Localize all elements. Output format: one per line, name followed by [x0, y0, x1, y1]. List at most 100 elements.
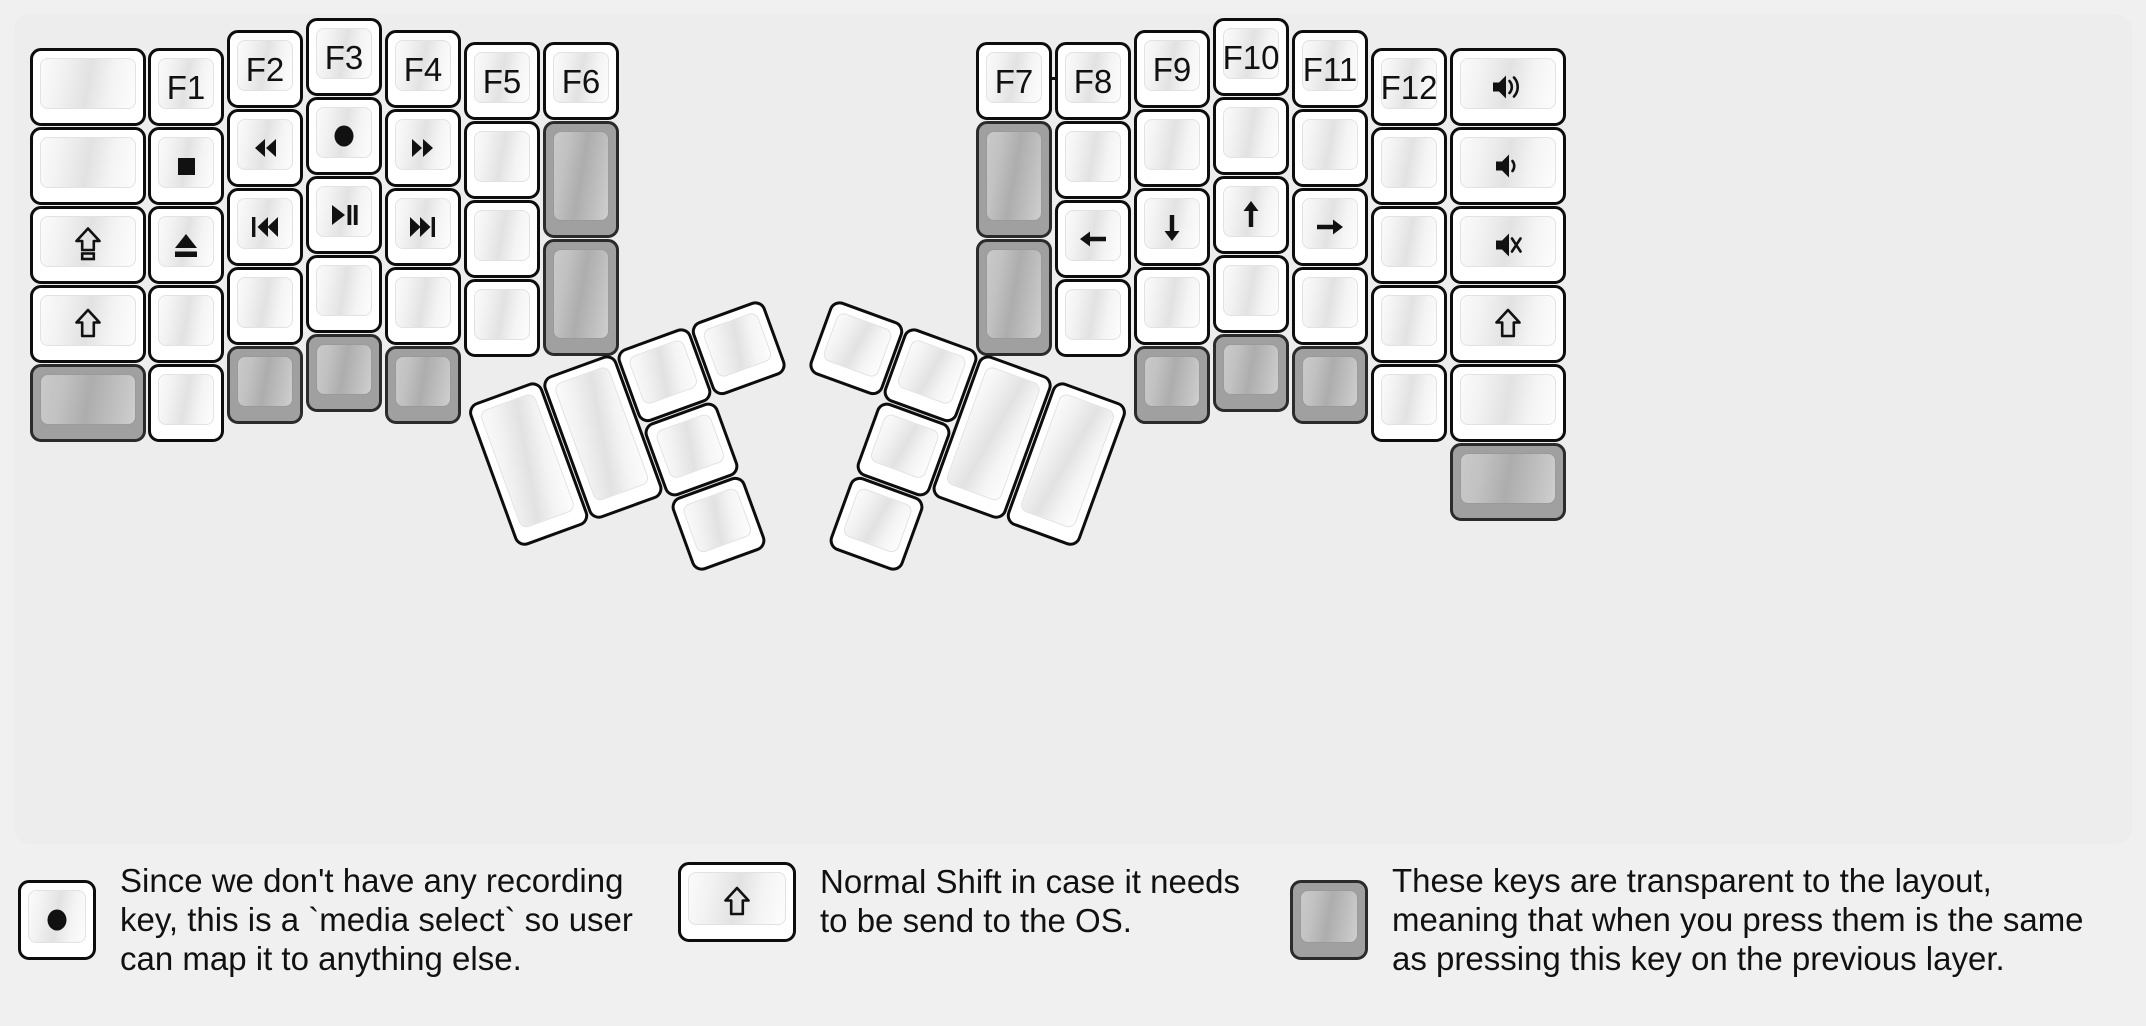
right-col-pinky-r-key-3[interactable] [1371, 206, 1447, 284]
left-col-ring-key-4[interactable] [227, 267, 303, 345]
legend-key-sample-2 [678, 862, 796, 942]
right-col-pinky-r-key-2[interactable] [1371, 127, 1447, 205]
right-col-middle-r-key-3[interactable] [1213, 176, 1289, 254]
left-col-pinky-key-5[interactable] [148, 364, 224, 442]
left-col-middle-key-1[interactable]: F3 [306, 18, 382, 96]
right-col-pinky-r-key-4[interactable] [1371, 285, 1447, 363]
right-col-outer-right-key-5[interactable] [1450, 364, 1566, 442]
right-col-inner-1-r-key-3[interactable] [1055, 200, 1131, 278]
key-cap-surface [841, 486, 914, 555]
left-col-inner-1-key-2[interactable] [464, 121, 540, 199]
left-col-ring-key-2[interactable] [227, 109, 303, 187]
key-cap-surface [1223, 344, 1279, 395]
right-col-inner-2-r-key-3[interactable] [976, 239, 1052, 356]
right-col-index-r-key-3[interactable] [1134, 188, 1210, 266]
left-col-outer-left-key-3[interactable] [30, 206, 146, 284]
left-col-index-key-3[interactable] [385, 188, 461, 266]
left-col-outer-left-key-2[interactable] [30, 127, 146, 205]
right-col-inner-2-r-key-2[interactable] [976, 121, 1052, 238]
key-cap-surface [1460, 58, 1556, 109]
left-col-pinky-key-4[interactable] [148, 285, 224, 363]
right-col-outer-right-key-1[interactable] [1450, 48, 1566, 126]
left-col-middle-key-5[interactable] [306, 334, 382, 412]
key-cap-surface [1300, 890, 1358, 944]
left-col-outer-left-key-5[interactable] [30, 364, 146, 442]
right-col-index-r-key-2[interactable] [1134, 109, 1210, 187]
right-col-index-r-key-4[interactable] [1134, 267, 1210, 345]
right-col-ring-r-key-5[interactable] [1292, 346, 1368, 424]
right-col-middle-r-key-5[interactable] [1213, 334, 1289, 412]
right-col-outer-right-key-4[interactable] [1450, 285, 1566, 363]
key-cap-surface [40, 295, 136, 346]
left-col-middle-key-4[interactable] [306, 255, 382, 333]
key-cap-surface [895, 338, 968, 406]
left-col-ring-key-3[interactable] [227, 188, 303, 266]
legend-key-sample-3 [1290, 880, 1368, 961]
left-col-middle-key-3[interactable] [306, 176, 382, 254]
right-col-ring-r-key-2[interactable] [1292, 109, 1368, 187]
key-cap-surface [237, 198, 293, 249]
left-col-inner-1-key-4[interactable] [464, 279, 540, 357]
legend-key-sample-1 [18, 880, 96, 961]
left-col-outer-left-key-4[interactable] [30, 285, 146, 363]
right-col-outer-right-key-2[interactable] [1450, 127, 1566, 205]
left-col-pinky-key-2[interactable] [148, 127, 224, 205]
right-col-middle-r-key-4[interactable] [1213, 255, 1289, 333]
key-cap-surface [237, 119, 293, 170]
left-col-pinky-key-3[interactable] [148, 206, 224, 284]
key-cap-surface [237, 277, 293, 328]
key-cap-surface [1302, 277, 1358, 328]
key-cap-surface [1381, 137, 1437, 188]
left-col-inner-1-key-1[interactable]: F5 [464, 42, 540, 120]
left-col-inner-2-key-1[interactable]: F6 [543, 42, 619, 120]
left-col-ring-key-5[interactable] [227, 346, 303, 424]
right-col-inner-1-r-key-2[interactable] [1055, 121, 1131, 199]
right-col-pinky-r-key-1[interactable]: F12 [1371, 48, 1447, 126]
right-col-outer-right-key-3[interactable] [1450, 206, 1566, 284]
left-col-index-key-1[interactable]: F4 [385, 30, 461, 108]
right-col-ring-r-key-3[interactable] [1292, 188, 1368, 266]
key-cap-surface [821, 311, 894, 379]
left-col-ring-key-1[interactable]: F2 [227, 30, 303, 108]
right-col-index-r-key-1[interactable]: F9 [1134, 30, 1210, 108]
right-col-middle-r-key-2[interactable] [1213, 97, 1289, 175]
key-cap-surface [316, 28, 372, 79]
key-cap-surface [316, 186, 372, 237]
key-cap-surface [395, 198, 451, 249]
right-col-ring-r-key-1[interactable]: F11 [1292, 30, 1368, 108]
right-col-outer-right-key-6[interactable] [1450, 443, 1566, 521]
key-cap-surface [1223, 265, 1279, 316]
key-cap-surface [1223, 28, 1279, 79]
right-col-inner-2-r-key-1[interactable]: F7 [976, 42, 1052, 120]
key-cap-surface [474, 289, 530, 340]
right-col-inner-1-r-key-1[interactable]: F8 [1055, 42, 1131, 120]
left-col-index-key-5[interactable] [385, 346, 461, 424]
left-col-inner-2-key-2[interactable] [543, 121, 619, 238]
key-cap-surface [158, 295, 214, 346]
key-cap-surface [1381, 374, 1437, 425]
right-col-pinky-r-key-5[interactable] [1371, 364, 1447, 442]
left-col-inner-1-key-3[interactable] [464, 200, 540, 278]
key-cap-surface [1460, 216, 1556, 267]
left-col-middle-key-2[interactable] [306, 97, 382, 175]
right-col-index-r-key-5[interactable] [1134, 346, 1210, 424]
right-col-middle-r-key-1[interactable]: F10 [1213, 18, 1289, 96]
key-cap-surface [158, 216, 214, 267]
left-col-pinky-key-1[interactable]: F1 [148, 48, 224, 126]
left-col-outer-left-key-1[interactable] [30, 48, 146, 126]
key-cap-surface [701, 311, 774, 379]
right-col-inner-1-r-key-4[interactable] [1055, 279, 1131, 357]
key-cap-surface [986, 52, 1042, 103]
key-cap-surface [1302, 40, 1358, 91]
right-col-ring-r-key-4[interactable] [1292, 267, 1368, 345]
key-cap-surface [395, 356, 451, 407]
key-cap-surface [40, 137, 136, 188]
key-cap-surface [553, 52, 609, 103]
key-cap-surface [316, 107, 372, 158]
left-col-index-key-2[interactable] [385, 109, 461, 187]
left-col-inner-2-key-3[interactable] [543, 239, 619, 356]
left-col-index-key-4[interactable] [385, 267, 461, 345]
key-cap-surface [986, 131, 1042, 221]
key-cap-surface [1302, 356, 1358, 407]
key-cap-surface [1065, 52, 1121, 103]
